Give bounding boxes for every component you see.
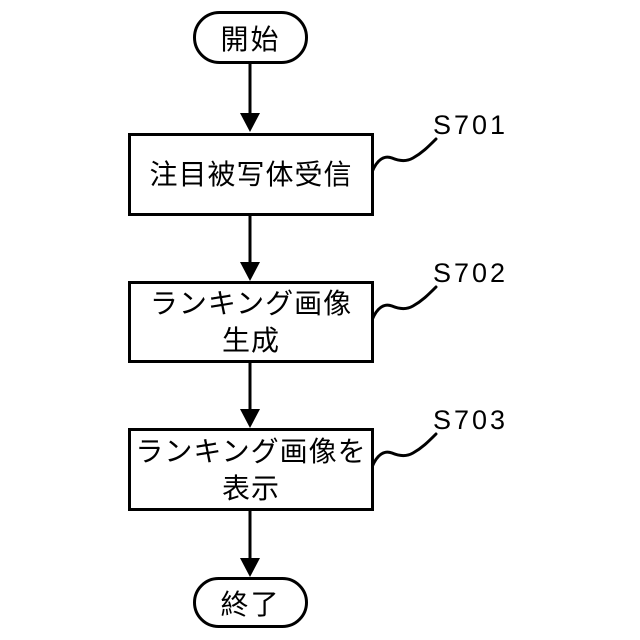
step-tag-s701: S701: [433, 110, 509, 140]
process-step-1-line1: 注目被写体受信: [149, 159, 353, 190]
process-step-2-line2: 生成: [221, 325, 280, 356]
start-terminal-label: 開始: [220, 23, 281, 55]
leader-squiggle-s703: [370, 432, 438, 469]
end-terminal-label: 終了: [220, 588, 281, 620]
start-terminal-node: 開始: [193, 11, 308, 64]
end-terminal-node: 終了: [193, 577, 308, 628]
process-step-2-line1: ランキング画像: [149, 288, 353, 319]
step-tag-s703: S703: [433, 405, 509, 435]
arrowhead-icon: [240, 558, 260, 577]
process-step-1: 注目被写体受信: [128, 133, 374, 216]
process-step-3: ランキング画像を 表示: [128, 428, 374, 511]
arrow-step1-to-step2: [240, 214, 260, 281]
leader-squiggle-s701: [370, 137, 438, 174]
arrowhead-icon: [240, 113, 260, 132]
leader-squiggle-s702: [370, 285, 438, 322]
arrow-start-to-step1: [240, 62, 260, 132]
arrowhead-icon: [240, 262, 260, 281]
arrowhead-icon: [240, 409, 260, 428]
process-step-2: ランキング画像 生成: [128, 281, 374, 363]
process-step-3-line1: ランキング画像を: [135, 435, 367, 467]
process-step-3-line2: 表示: [221, 472, 280, 504]
arrow-step2-to-step3: [240, 361, 260, 428]
arrow-step3-to-end: [240, 509, 260, 577]
step-tag-s702: S702: [433, 258, 509, 288]
